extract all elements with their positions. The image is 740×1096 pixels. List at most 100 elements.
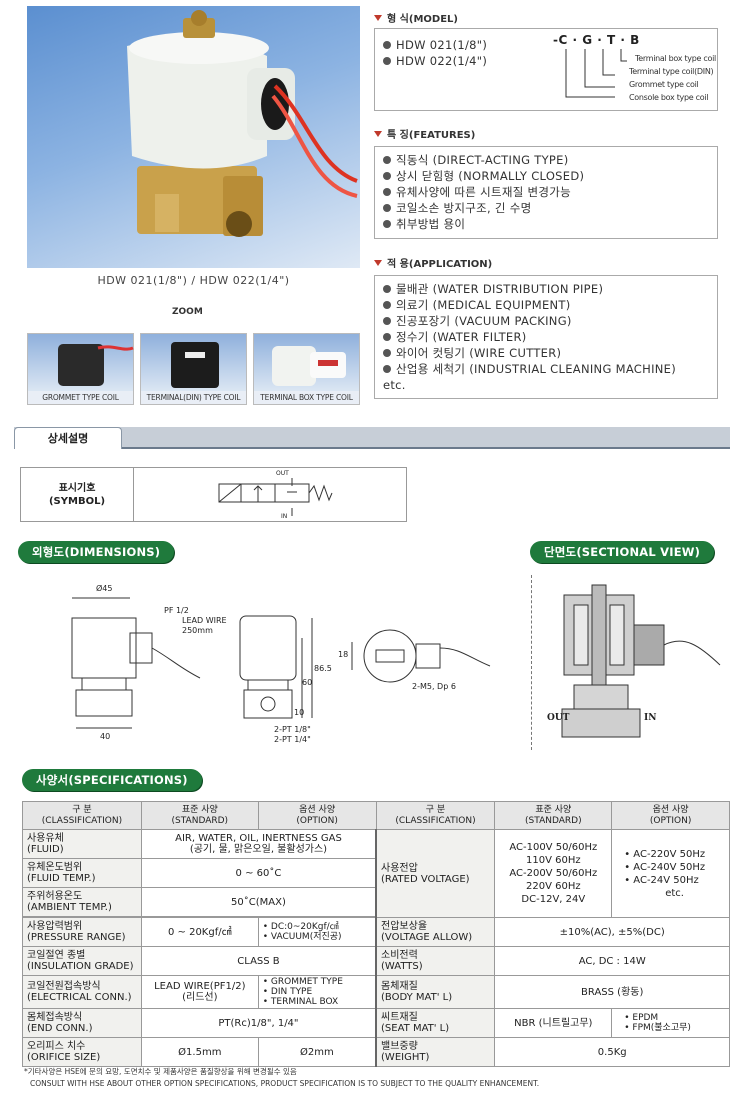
sectional-drawing: OUT IN [531,575,721,750]
model-code-leaders [565,49,627,98]
dim-m5: 2-M5, Dp 6 [412,682,456,691]
table-row: 코일절연 종별(INSULATION GRADE) CLASS B 소비전력(W… [22,946,730,976]
spec-key-ko: 사용압력범위 [27,921,83,932]
col-label: 구 분 [72,804,92,815]
spec-key: 몸체재질(BODY MAT' L) [375,975,496,1009]
spec-option: • DC:0~20Kgf/㎠• VACUUM(저진공) [257,917,377,947]
table-row: 주위허용온도(AMBIENT TEMP.) 50˚C(MAX) [22,887,730,917]
spec-value: AIR, WATER, OIL, INERTNESS GAS(공기, 물, 맑은… [140,829,377,859]
spec-key-ko: 밸브중량 [381,1041,418,1052]
spec-value: BRASS (황동) [494,975,730,1009]
product-photo [27,6,360,268]
feature-text: 유체사양에 따른 시트재질 변경가능 [396,185,572,199]
spec-key-ko: 몸체재질 [381,981,418,992]
application-text: 산업용 세척기 (INDUSTRIAL CLEANING MACHINE) [396,362,677,376]
col-standard-2: 표준 사양(STANDARD) [494,801,613,830]
sect-in: IN [644,713,657,723]
application-item: 진공포장기 (VACUUM PACKING) [383,313,709,329]
press-opt: • DC:0~20Kgf/㎠ [262,922,339,932]
spec-value: 0 ~ 60˚C [140,858,377,888]
dimensions-title: 외형도(DIMENSIONS) [18,541,175,563]
table-row: 오리피스 치수(ORIFICE SIZE) Ø1.5mm Ø2mm 밸브중량(W… [22,1037,730,1067]
col-label-en: (CLASSIFICATION) [41,815,123,826]
spec-key-en: (ELECTRICAL CONN.) [27,992,132,1003]
spec-key: 주위허용온도(AMBIENT TEMP.) [22,887,142,917]
volt-opt: • AC-240V 50Hz [624,861,706,873]
spec-key-en: (BODY MAT' L) [381,992,453,1003]
zoom-button[interactable]: + ZOOM [172,307,556,317]
col-label: 표준 사양 [535,804,572,815]
spec-key-en: (VOLTAGE ALLOW) [381,932,473,943]
volt-std: 220V 60Hz [526,881,581,892]
spec-key: 전압보상율(VOLTAGE ALLOW) [375,917,496,947]
col-standard: 표준 사양(STANDARD) [140,801,259,830]
specs-table: 구 분(CLASSIFICATION) 표준 사양(STANDARD) 옵션 사… [22,801,730,1067]
spec-key: 씨트재질(SEAT MAT' L) [375,1008,496,1038]
feature-item: 직동식 (DIRECT-ACTING TYPE) [383,152,709,168]
sect-out: OUT [547,713,570,723]
spec-key-ko: 유체온도범위 [27,862,83,873]
dim-pt14: 2-PT 1/4" [274,735,311,744]
spec-key: 오리피스 치수(ORIFICE SIZE) [22,1037,142,1067]
seat-opt: • FPM(불소고무) [624,1023,691,1033]
sectional-title: 단면도(SECTIONAL VIEW) [530,541,715,563]
spec-value: ±10%(AC), ±5%(DC) [494,917,730,947]
col-label-en: (CLASSIFICATION) [395,815,476,826]
spec-value: 50˚C(MAX) [140,887,377,917]
col-label: 구 분 [425,804,446,815]
spec-key-ko: 코일전원접속방식 [27,981,101,992]
col-label-en: (OPTION) [649,815,692,826]
model-box: HDW 021(1/8") HDW 022(1/4") -C · G · T ·… [374,28,718,111]
zoom-label: ZOOM [172,307,203,317]
press-opt: • VACUUM(저진공) [262,932,342,942]
application-text: 진공포장기 (VACUUM PACKING) [396,314,572,328]
dim-d60: 60 [302,678,313,687]
spec-key-en: (END CONN.) [27,1023,93,1034]
table-row: 유체온도범위(FLUID TEMP.) 0 ~ 60˚C [22,858,730,888]
volt-std: 110V 60Hz [526,855,581,866]
spec-option: • EPDM• FPM(불소고무) [611,1008,730,1038]
elec-std-ko: (리드선) [182,992,218,1003]
col-label-en: (STANDARD) [525,815,582,826]
spec-option: Ø2mm [257,1037,377,1067]
dim-d40: 40 [100,732,111,741]
symbol-label-en: (SYMBOL) [48,495,106,507]
application-item: 와이어 컷팅기 (WIRE CUTTER) [383,345,709,361]
spec-key: 몸체접속방식(END CONN.) [22,1008,142,1038]
spec-key-ko: 코일절연 종별 [27,950,86,961]
volt-opt: • AC-24V 50Hz [624,874,699,886]
spec-key-ko: 몸체접속방식 [27,1012,83,1023]
table-header-row: 구 분(CLASSIFICATION) 표준 사양(STANDARD) 옵션 사… [22,801,730,830]
bullet-icon [383,317,391,325]
dim-lead: LEAD WIRE [182,616,227,625]
tab-detail[interactable]: 상세설명 [14,427,122,449]
spec-key-en: (FLUID) [27,844,64,855]
thumb-terminal-din[interactable]: TERMINAL(DIN) TYPE COIL [140,333,247,405]
footnote: *기타사양은 HSE에 문의 요망, 도면치수 및 제품사양은 품질향상을 위해… [24,1066,540,1090]
spec-value: AC-100V 50/60Hz 110V 60Hz AC-200V 50/60H… [494,829,613,918]
coil-thumbnails: GROMMET TYPE COIL TERMINAL(DIN) TYPE COI… [27,333,360,405]
feature-item: 상시 닫힘형 (NORMALLY CLOSED) [383,168,709,184]
bullet-icon [383,333,391,341]
triangle-icon [374,259,382,266]
thumb-grommet[interactable]: GROMMET TYPE COIL [27,333,134,405]
application-etc: etc. [383,378,406,392]
photo-caption: HDW 021(1/8") / HDW 022(1/4") [97,274,290,287]
table-row: 사용압력범위(PRESSURE RANGE) 0 ~ 20Kgf/㎠ • DC:… [22,917,730,947]
table-row: 사용유체(FLUID) AIR, WATER, OIL, INERTNESS G… [22,829,730,918]
footnote-en: CONSULT WITH HSE ABOUT OTHER OPTION SPEC… [30,1079,540,1088]
specs-title: 사양서(SPECIFICATIONS) [22,769,202,791]
dim-pt18: 2-PT 1/8" [274,725,311,734]
thumb-terminal-box[interactable]: TERMINAL BOX TYPE COIL [253,333,360,405]
bullet-icon [383,204,391,212]
feature-item: 유체사양에 따른 시트재질 변경가능 [383,184,709,200]
symbol-in: IN [281,513,288,520]
volt-std: AC-200V 50/60Hz [509,868,598,879]
spec-value: 0.5Kg [494,1037,730,1067]
dim-lead-len: 250mm [182,626,213,635]
features-heading-text: 특 징(FEATURES) [387,130,476,141]
feature-text: 직동식 (DIRECT-ACTING TYPE) [396,153,569,167]
col-label: 옵션 사양 [299,804,336,815]
dimensions-drawing: Ø45 PF 1/2 LEAD WIRE 250mm 40 60 86.5 10… [40,578,520,748]
bullet-icon [383,188,391,196]
